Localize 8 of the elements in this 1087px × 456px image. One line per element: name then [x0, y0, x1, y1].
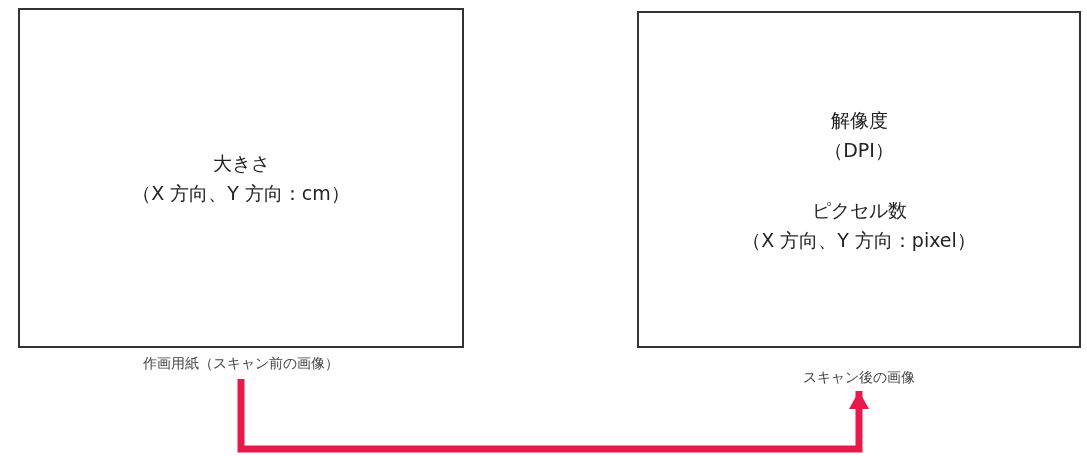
box-heading: 大きさ	[212, 151, 270, 176]
box-text: （DPI）	[824, 137, 894, 163]
node-label: スキャン後の画像	[802, 368, 916, 387]
box-heading: 解像度	[830, 107, 888, 133]
box-text: （X 方向、Y 方向：cm）	[132, 181, 350, 206]
box-text: （X 方向、Y 方向：pixel）	[742, 227, 976, 253]
box-heading: ピクセル数	[811, 197, 907, 223]
node-label: 作画用紙（スキャン前の画像）	[142, 354, 340, 373]
